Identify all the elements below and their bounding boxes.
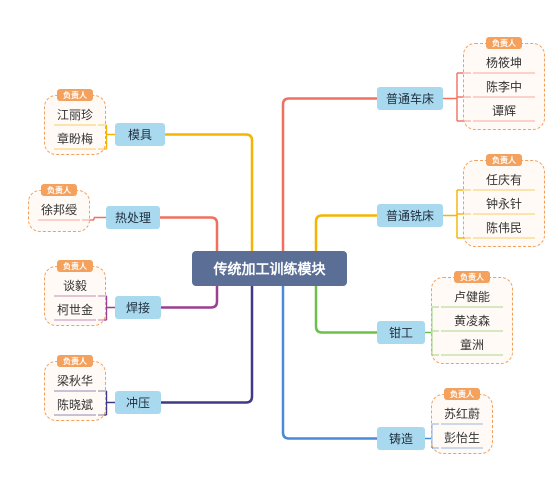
member-name[interactable]: 梁秋华 xyxy=(56,373,93,388)
branch-connector xyxy=(281,284,379,440)
central-topic[interactable]: 传统加工训练模块 xyxy=(192,251,347,286)
member-name[interactable]: 谈毅 xyxy=(62,278,87,293)
member-name[interactable]: 陈晓斌 xyxy=(56,397,93,412)
member-bracket xyxy=(105,296,115,320)
responsible-group-zhuzao xyxy=(431,394,493,454)
branch-connector xyxy=(281,97,379,288)
branch-node-moju[interactable]: 模具 xyxy=(115,123,165,146)
responsible-tag: 负责人 xyxy=(454,271,490,283)
central-topic-label: 传统加工训练模块 xyxy=(213,261,326,278)
branch-label: 钳工 xyxy=(388,326,413,340)
branch-node-zhuzao[interactable]: 铸造 xyxy=(377,427,425,450)
member-name[interactable]: 谭辉 xyxy=(491,103,516,118)
member-name[interactable]: 杨筱坤 xyxy=(485,55,522,70)
member-bracket xyxy=(93,216,106,220)
member-name[interactable]: 陈李中 xyxy=(485,79,522,94)
member-name[interactable]: 苏红蔚 xyxy=(443,406,480,421)
responsible-tag: 负责人 xyxy=(41,184,77,196)
responsible-group-chechuang xyxy=(463,43,545,130)
branch-connector xyxy=(314,214,379,288)
branch-node-hanjie[interactable]: 焊接 xyxy=(115,296,161,319)
member-bracket xyxy=(105,125,115,149)
member-name[interactable]: 任庆有 xyxy=(485,172,522,187)
member-name[interactable]: 江丽珍 xyxy=(56,107,93,122)
member-name[interactable]: 童洲 xyxy=(459,337,484,352)
branch-label: 普通铣床 xyxy=(385,209,434,223)
branch-node-xichuang[interactable]: 普通铣床 xyxy=(377,204,443,227)
member-bracket xyxy=(443,190,458,238)
member-name[interactable]: 陈伟民 xyxy=(485,220,522,235)
branch-label: 焊接 xyxy=(125,301,150,315)
responsible-tag: 负责人 xyxy=(444,388,480,400)
member-name[interactable]: 章盼梅 xyxy=(56,131,93,146)
branch-connector xyxy=(314,284,379,334)
responsible-tag: 负责人 xyxy=(57,355,93,367)
responsible-tag: 负责人 xyxy=(486,37,522,49)
branch-node-chechuang[interactable]: 普通车床 xyxy=(377,87,443,110)
branch-label: 铸造 xyxy=(388,432,413,446)
member-name[interactable]: 彭怡生 xyxy=(443,430,480,445)
member-bracket xyxy=(443,73,458,121)
responsible-group-xichuang xyxy=(463,160,545,247)
branch-connector xyxy=(158,216,219,253)
branch-connector xyxy=(159,284,254,404)
responsible-tag: 负责人 xyxy=(486,154,522,166)
branch-label: 热处理 xyxy=(114,211,151,225)
branch-connector xyxy=(163,133,254,253)
branch-node-chongya[interactable]: 冲压 xyxy=(115,391,161,414)
responsible-tag: 负责人 xyxy=(57,260,93,272)
member-name[interactable]: 柯世金 xyxy=(56,302,93,317)
branch-label: 冲压 xyxy=(125,396,150,410)
member-name[interactable]: 黄凌森 xyxy=(453,313,490,328)
member-name[interactable]: 徐邦绶 xyxy=(40,202,77,217)
responsible-group-qiangong xyxy=(431,277,513,364)
branch-label: 普通车床 xyxy=(385,92,434,106)
member-bracket xyxy=(105,391,115,415)
branch-connector xyxy=(159,284,219,309)
branch-node-rechuli[interactable]: 热处理 xyxy=(106,206,160,229)
responsible-group-rechuli xyxy=(28,190,90,232)
branch-node-qiangong[interactable]: 钳工 xyxy=(377,321,425,344)
branch-label: 模具 xyxy=(127,128,152,142)
responsible-tag: 负责人 xyxy=(57,89,93,101)
member-name[interactable]: 卢健能 xyxy=(453,289,490,304)
member-name[interactable]: 钟永针 xyxy=(485,196,522,211)
